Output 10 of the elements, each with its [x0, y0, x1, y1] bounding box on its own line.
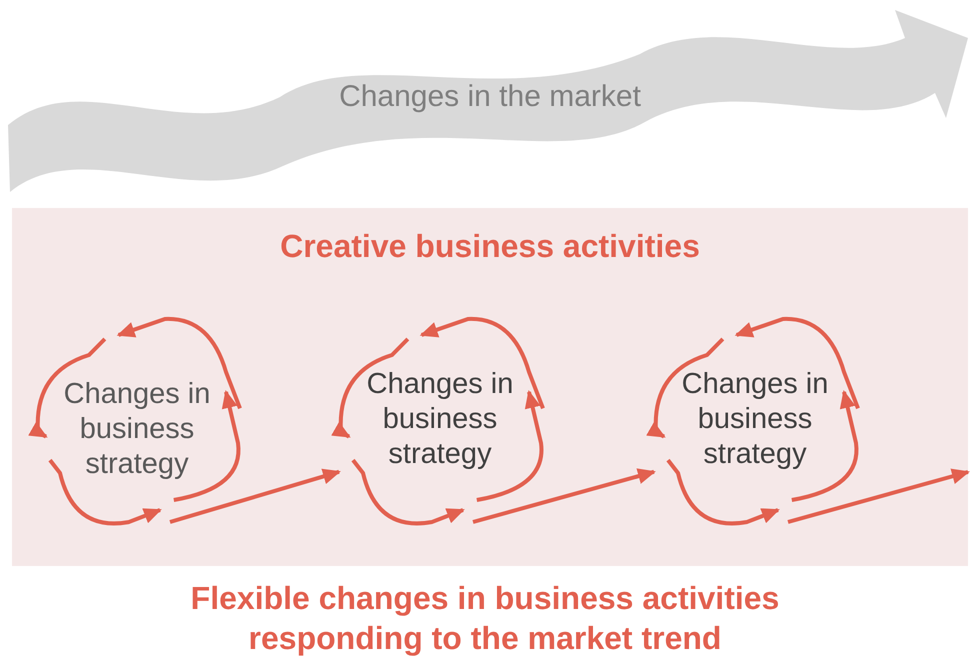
arrow-label: Changes in the market — [338, 80, 642, 114]
arrow — [472, 468, 656, 524]
arrow — [787, 468, 970, 524]
activity-panel — [12, 208, 968, 566]
panel-heading: Creative business activities — [279, 228, 701, 265]
cycle-label: Changes in business strategy — [62, 377, 212, 482]
arrow — [169, 468, 341, 524]
cycle-label: Changes in business strategy — [680, 367, 830, 472]
cycle-label: Changes in business strategy — [366, 367, 514, 472]
caption: Flexible changes in business activities responding to the market trend — [190, 579, 780, 658]
